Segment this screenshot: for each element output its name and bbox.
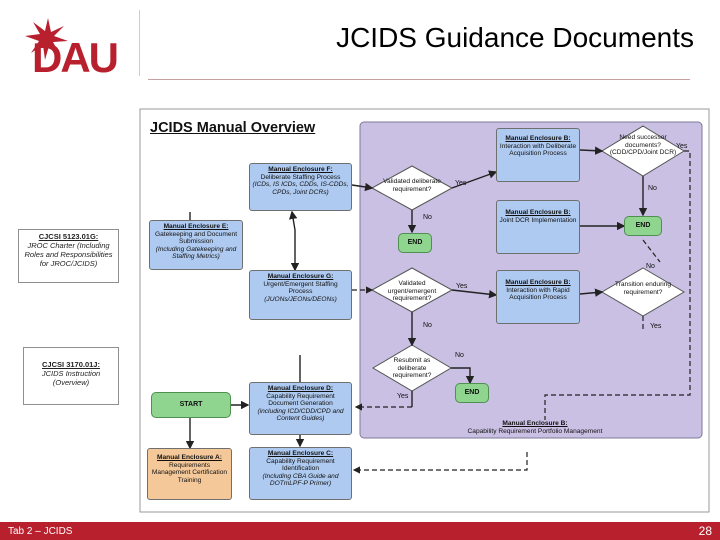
box-body: Capability Requirement Identification	[266, 457, 335, 473]
edge-label-yes: Yes	[456, 283, 468, 290]
decision-label-validated-urgent: Validated urgent/emergent requirement?	[387, 280, 437, 303]
logo-separator	[139, 10, 140, 76]
decision-label-transition: Transition enduring requirement?	[614, 281, 672, 296]
portfolio-label: Manual Enclosure B: Capability Requireme…	[440, 420, 630, 435]
box-enclosure-b-rapid: Manual Enclosure B: Interaction with Rap…	[496, 270, 580, 324]
side-doc-jroc-charter: CJCSI 5123.01G: JROC Charter (Including …	[18, 229, 119, 283]
side-doc-jcids-instruction: CJCSI 3170.01J: JCIDS Instruction (Overv…	[23, 347, 119, 405]
box-detail: (ICDs, IS ICDs, CDDs, IS-CDDs, CPDs, Joi…	[252, 181, 349, 196]
edge-label-no: No	[423, 214, 432, 221]
side-doc-body: JROC Charter (Including Roles and Respon…	[24, 241, 113, 268]
end-terminal: END	[398, 233, 432, 253]
decision-label-validated-deliberate: Validated deliberate requirement?	[383, 178, 441, 193]
box-detail: (JUONs/JEONs/DEONs)	[264, 295, 337, 303]
box-body: Capability Requirement Document Generati…	[266, 392, 335, 408]
box-detail: (Including CBA Guide and DOTmLPF-P Prime…	[262, 472, 339, 488]
diagram-title: JCIDS Manual Overview	[150, 120, 316, 136]
end-terminal: END	[624, 216, 662, 236]
box-enclosure-c: Manual Enclosure C: Capability Requireme…	[249, 447, 352, 500]
box-head: Manual Enclosure B:	[505, 135, 571, 142]
side-doc-body: JCIDS Instruction (Overview)	[41, 369, 101, 387]
decision-label-resubmit: Resubmit as deliberate requirement?	[392, 357, 432, 380]
box-body: Deliberate Staffing Process	[260, 173, 341, 181]
box-head: Manual Enclosure G:	[267, 273, 334, 280]
box-body: Urgent/Emergent Staffing Process	[263, 280, 338, 296]
edge-label-no: No	[646, 263, 655, 270]
box-body: Interaction with Deliberate Acquisition …	[499, 142, 577, 158]
portfolio-head: Manual Enclosure B:	[502, 420, 568, 427]
box-enclosure-b-dcr: Manual Enclosure B: Joint DCR Implementa…	[496, 200, 580, 254]
edge-label-no: No	[423, 322, 432, 329]
portfolio-body: Capability Requirement Portfolio Managem…	[467, 427, 603, 435]
side-doc-head: CJCSI 3170.01J:	[42, 360, 100, 369]
box-enclosure-f: Manual Enclosure F: Deliberate Staffing …	[249, 163, 352, 211]
box-enclosure-g: Manual Enclosure G: Urgent/Emergent Staf…	[249, 270, 352, 320]
decision-label-need-successor: Need successor documents? (CDD/CPD/Joint…	[609, 134, 677, 157]
title-divider	[148, 79, 690, 80]
footer-bar: Tab 2 – JCIDS 28	[0, 522, 720, 540]
box-body: Interaction with Rapid Acquisition Proce…	[506, 286, 570, 302]
box-head: Manual Enclosure B:	[505, 209, 571, 216]
page-number: 28	[698, 524, 712, 538]
box-enclosure-a: Manual Enclosure A: Requirements Managem…	[147, 448, 232, 500]
box-body: Gatekeeping and Document Submission	[154, 230, 238, 246]
footer-section-label: Tab 2 – JCIDS	[8, 526, 73, 537]
start-terminal: START	[151, 392, 231, 418]
box-detail: (including ICD/CDD/CPD and Content Guide…	[257, 407, 344, 423]
box-head: Manual Enclosure A:	[157, 454, 222, 461]
box-enclosure-e: Manual Enclosure E: Gatekeeping and Docu…	[149, 220, 243, 270]
box-enclosure-d: Manual Enclosure D: Capability Requireme…	[249, 382, 352, 435]
box-head: Manual Enclosure F:	[268, 166, 333, 173]
box-head: Manual Enclosure E:	[163, 223, 229, 230]
page-title: JCIDS Guidance Documents	[336, 22, 694, 53]
box-enclosure-b-deliberate: Manual Enclosure B: Interaction with Del…	[496, 128, 580, 182]
box-head: Manual Enclosure C:	[267, 450, 334, 457]
end-terminal: END	[455, 383, 489, 403]
edge-label-yes: Yes	[650, 323, 662, 330]
dau-logo: DAU	[25, 18, 119, 76]
box-head: Manual Enclosure D:	[267, 385, 334, 392]
box-body: Joint DCR Implementation	[499, 216, 577, 224]
side-doc-head: CJCSI 5123.01G:	[38, 232, 99, 241]
edge-label-yes: Yes	[397, 393, 409, 400]
logo-text: DAU	[32, 34, 117, 76]
box-head: Manual Enclosure B:	[505, 279, 571, 286]
edge-label-yes: Yes	[676, 143, 688, 150]
edge-label-yes: Yes	[455, 180, 467, 187]
edge-label-no: No	[648, 185, 657, 192]
box-body: Requirements Management Certification Tr…	[151, 461, 228, 484]
edge-label-no: No	[455, 352, 464, 359]
box-detail: (Including Gatekeeping and Staffing Metr…	[155, 245, 237, 261]
